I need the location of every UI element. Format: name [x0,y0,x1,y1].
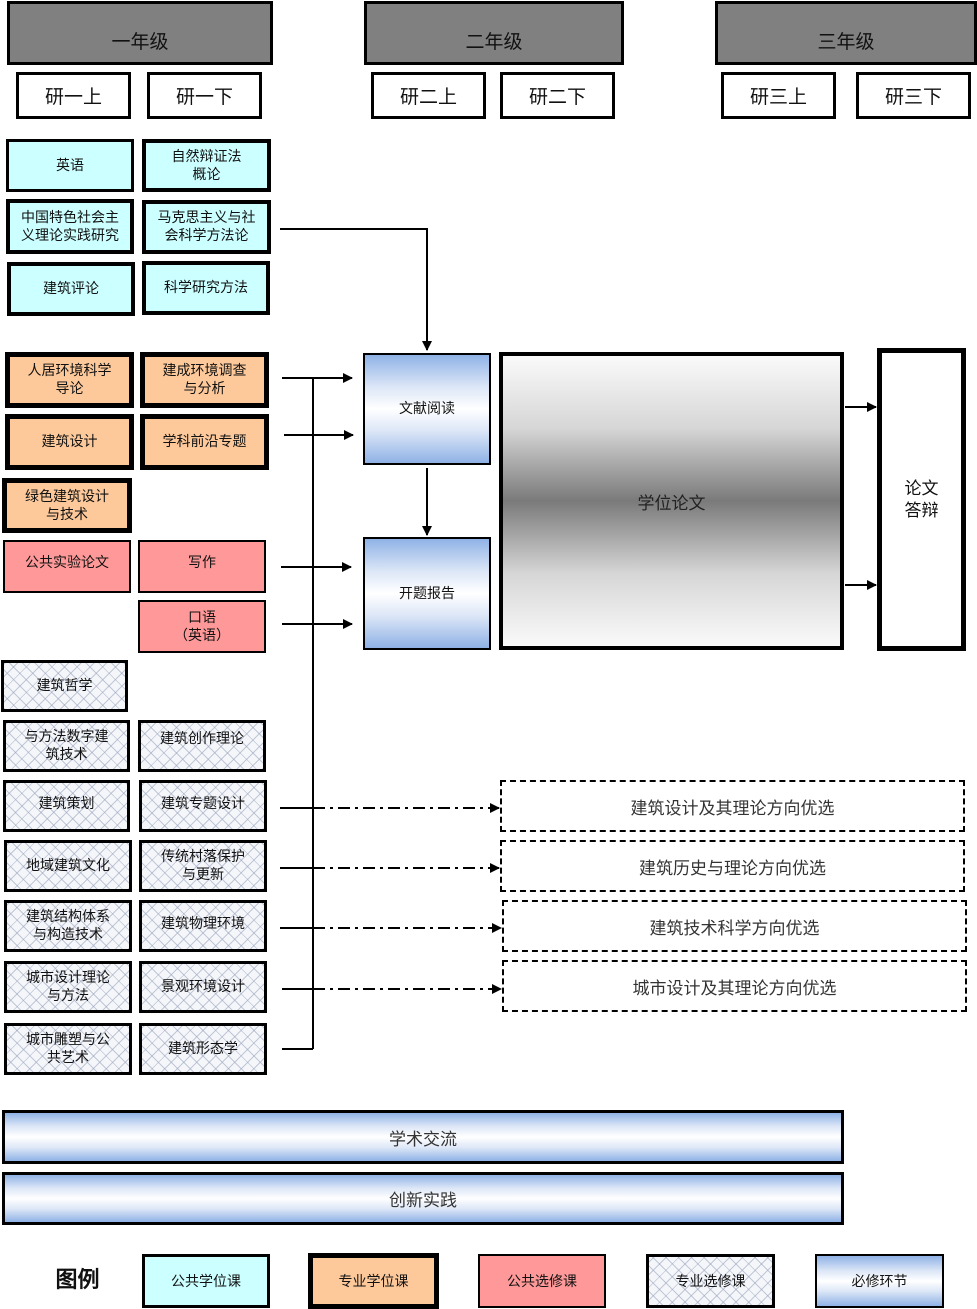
professional-elective-course: 传统村落保护 与更新 [139,840,267,892]
legend-title: 图例 [55,1268,100,1293]
proposal-report-step: 开题报告 [363,537,491,650]
professional-elective-course: 地域建筑文化 [4,840,132,892]
professional-degree-course: 人居环境科学 导论 [5,352,134,408]
professional-degree-course: 绿色建筑设计 与技术 [2,478,132,533]
elective-track: 建筑技术科学方向优选 [502,900,967,952]
public-elective-course: 口语 （英语） [138,600,266,653]
professional-elective-course: 建筑创作理论 [138,720,266,772]
semester-2-1: 研二上 [371,72,486,119]
legend-required-step: 必修环节 [815,1254,944,1308]
professional-elective-course: 城市设计理论 与方法 [4,961,132,1013]
year-header-2: 二年级 [364,1,624,65]
professional-elective-course: 城市雕塑与公 共艺术 [4,1023,132,1075]
public-degree-course: 建筑评论 [7,262,135,316]
legend-professional-degree: 专业学位课 [308,1253,439,1309]
professional-elective-course: 建筑结构体系 与构造技术 [4,900,132,952]
innovation-practice-bar: 创新实践 [2,1172,844,1225]
thesis-step: 学位论文 [499,352,844,650]
public-degree-course: 科学研究方法 [142,261,270,315]
elective-track: 建筑历史与理论方向优选 [500,840,965,892]
professional-degree-course: 建成环境调查 与分析 [140,352,269,408]
professional-degree-course: 建筑设计 [5,414,134,470]
public-elective-course: 公共实验论文 [3,540,131,593]
legend-public-degree: 公共学位课 [142,1254,270,1308]
professional-elective-course: 建筑专题设计 [139,780,267,832]
year-header-3: 三年级 [715,1,977,65]
semester-2-2: 研二下 [500,72,615,119]
professional-elective-course: 建筑哲学 [1,660,128,712]
year-header-1: 一年级 [7,1,273,65]
professional-elective-course: 建筑形态学 [139,1023,267,1075]
public-degree-course: 英语 [6,139,134,192]
professional-degree-course: 学科前沿专题 [140,414,269,470]
defense-step: 论文 答辩 [877,348,966,651]
professional-elective-course: 建筑策划 [3,780,130,832]
public-degree-course: 自然辩证法 概论 [142,139,271,192]
public-degree-course: 中国特色社会主 义理论实践研究 [6,199,134,254]
legend-public-elective: 公共选修课 [478,1254,606,1308]
elective-track: 建筑设计及其理论方向优选 [500,780,965,832]
semester-3-1: 研三上 [721,72,836,119]
professional-elective-course: 景观环境设计 [139,961,267,1013]
professional-elective-course: 建筑物理环境 [139,900,267,952]
semester-1-1: 研一上 [16,72,131,119]
connector-public-to-reading [280,228,432,351]
semester-1-2: 研一下 [147,72,262,119]
public-elective-course: 写作 [138,540,266,593]
public-degree-course: 马克思主义与社 会科学方法论 [142,200,271,254]
literature-reading-step: 文献阅读 [363,353,491,465]
academic-exchange-bar: 学术交流 [2,1110,844,1164]
legend-professional-elective: 专业选修课 [646,1254,775,1308]
professional-elective-course: 与方法数字建 筑技术 [3,720,130,772]
semester-3-2: 研三下 [856,72,971,119]
elective-track: 城市设计及其理论方向优选 [502,960,967,1012]
